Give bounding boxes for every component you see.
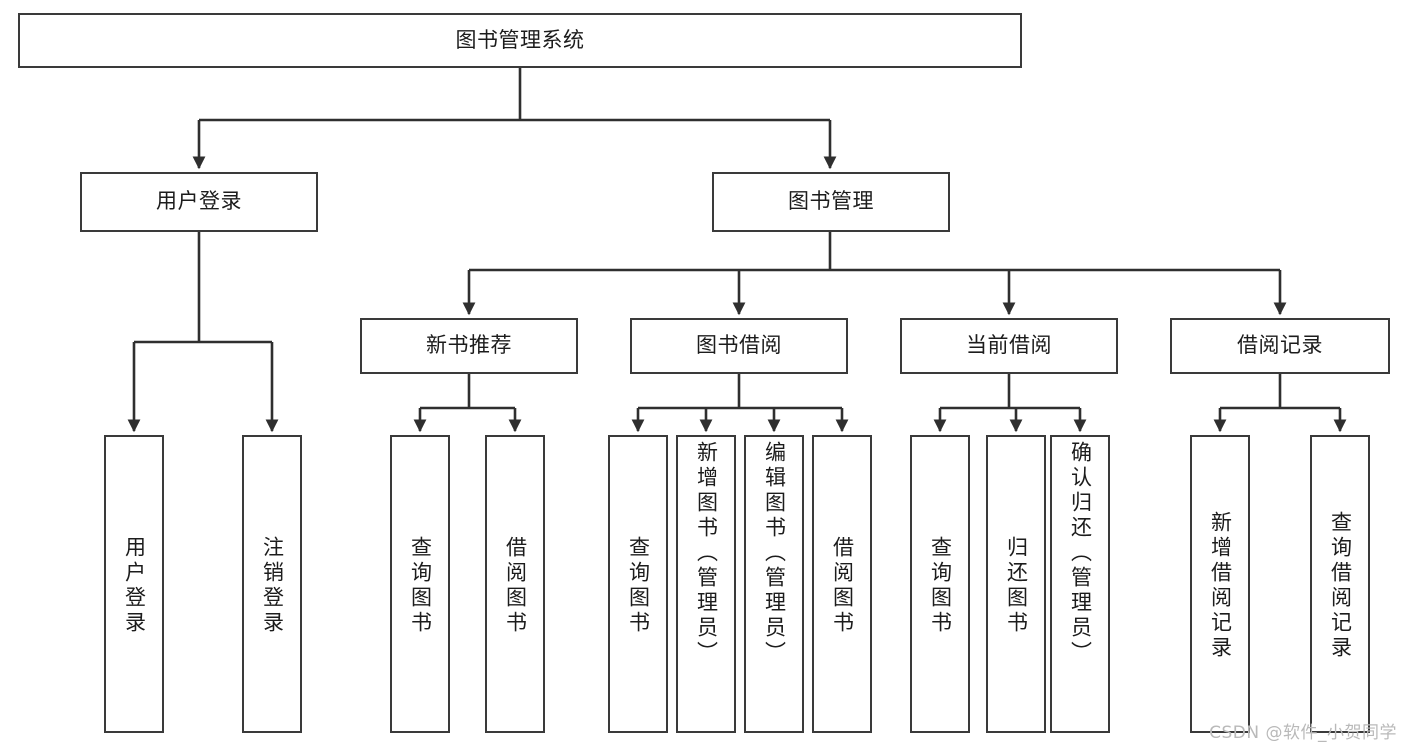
leaf-query-book-current[interactable]: 查询图书 — [910, 435, 970, 733]
node-borrow-record[interactable]: 借阅记录 — [1170, 318, 1390, 374]
leaf-query-book-borrow[interactable]: 查询图书 — [608, 435, 668, 733]
leaf-add-book-label: 新增图书（管理员） — [694, 441, 719, 666]
leaf-add-borrow-record[interactable]: 新增借阅记录 — [1190, 435, 1250, 733]
leaf-borrow-book-recommend-label: 借阅图书 — [503, 536, 528, 636]
leaf-query-book-recommend-label: 查询图书 — [408, 536, 433, 636]
node-book-borrow[interactable]: 图书借阅 — [630, 318, 848, 374]
node-book-manage-label: 图书管理 — [788, 189, 874, 214]
leaf-user-login-label: 用户登录 — [122, 536, 147, 636]
leaf-user-logout-label: 注销登录 — [260, 536, 285, 636]
node-root[interactable]: 图书管理系统 — [18, 13, 1022, 68]
leaf-edit-book-label: 编辑图书（管理员） — [762, 441, 787, 666]
leaf-user-logout[interactable]: 注销登录 — [242, 435, 302, 733]
leaf-borrow-book-recommend[interactable]: 借阅图书 — [485, 435, 545, 733]
leaf-return-book[interactable]: 归还图书 — [986, 435, 1046, 733]
node-root-label: 图书管理系统 — [455, 27, 585, 52]
leaf-query-book-current-label: 查询图书 — [928, 536, 953, 636]
watermark-text: CSDN @软件_小贺同学 — [1209, 723, 1397, 743]
leaf-borrow-book[interactable]: 借阅图书 — [812, 435, 872, 733]
node-user-login-label: 用户登录 — [156, 189, 242, 214]
leaf-add-book[interactable]: 新增图书（管理员） — [676, 435, 736, 733]
leaf-query-borrow-record-label: 查询借阅记录 — [1328, 511, 1353, 661]
leaf-confirm-return-label: 确认归还（管理员） — [1068, 441, 1093, 666]
leaf-query-book-recommend[interactable]: 查询图书 — [390, 435, 450, 733]
leaf-query-borrow-record[interactable]: 查询借阅记录 — [1310, 435, 1370, 733]
node-borrow-record-label: 借阅记录 — [1237, 333, 1323, 358]
node-user-login[interactable]: 用户登录 — [80, 172, 318, 232]
node-current-borrow-label: 当前借阅 — [966, 333, 1052, 358]
leaf-query-book-borrow-label: 查询图书 — [626, 536, 651, 636]
leaf-return-book-label: 归还图书 — [1004, 536, 1029, 636]
leaf-edit-book[interactable]: 编辑图书（管理员） — [744, 435, 804, 733]
leaf-add-borrow-record-label: 新增借阅记录 — [1208, 511, 1233, 661]
node-book-manage[interactable]: 图书管理 — [712, 172, 950, 232]
leaf-borrow-book-label: 借阅图书 — [830, 536, 855, 636]
leaf-confirm-return[interactable]: 确认归还（管理员） — [1050, 435, 1110, 733]
node-new-book-recommend-label: 新书推荐 — [426, 333, 512, 358]
node-new-book-recommend[interactable]: 新书推荐 — [360, 318, 578, 374]
leaf-user-login[interactable]: 用户登录 — [104, 435, 164, 733]
node-current-borrow[interactable]: 当前借阅 — [900, 318, 1118, 374]
node-book-borrow-label: 图书借阅 — [696, 333, 782, 358]
